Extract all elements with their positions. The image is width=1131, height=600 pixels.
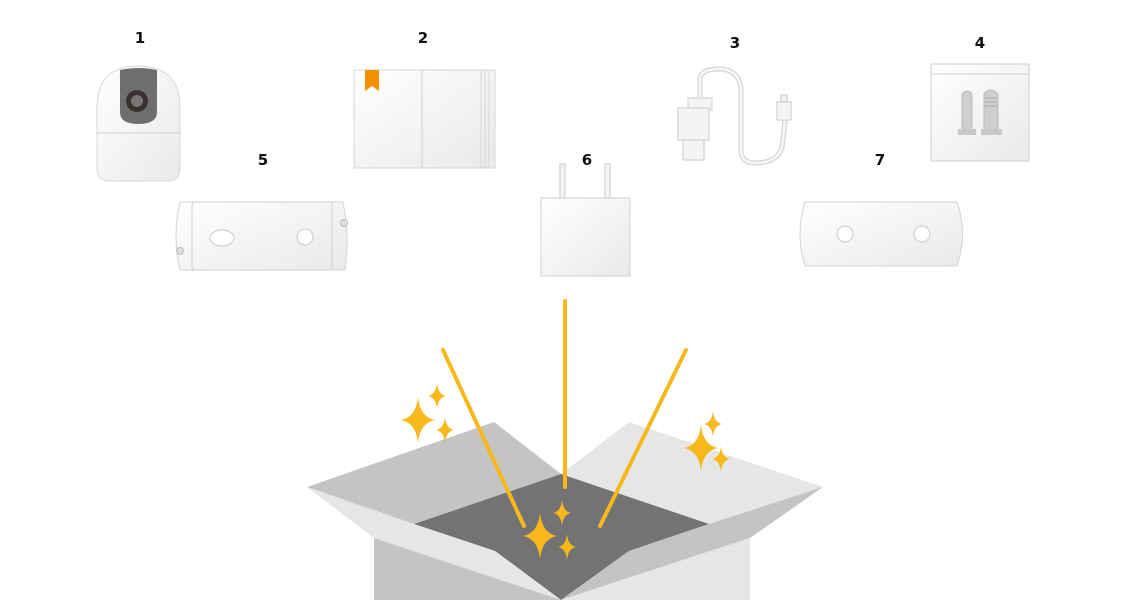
- sparkle-icon: [428, 383, 446, 409]
- light-beam: [441, 348, 526, 528]
- light-beam: [598, 348, 688, 528]
- camera-icon: [96, 65, 181, 182]
- bookmark-icon: [365, 70, 379, 91]
- item-7-label: 7: [875, 151, 885, 169]
- mounting-plate-icon: [175, 201, 348, 271]
- item-3-label: 3: [730, 34, 740, 52]
- item-6-label: 6: [582, 151, 592, 169]
- open-box-illustration: [307, 422, 823, 600]
- item-4-label: 4: [975, 34, 985, 52]
- usb-cable-icon: [677, 66, 792, 166]
- screw-bag-icon: [930, 63, 1030, 162]
- item-1-label: 1: [135, 29, 145, 47]
- power-adapter-icon: [540, 163, 631, 277]
- sparkle-icon: [401, 397, 435, 443]
- item-5-label: 5: [258, 151, 268, 169]
- sparkle-icon: [704, 411, 722, 437]
- item-2-label: 2: [418, 29, 428, 47]
- light-beams: [441, 299, 688, 528]
- manual-book-icon: [353, 69, 496, 169]
- metal-plate-icon: [799, 201, 963, 267]
